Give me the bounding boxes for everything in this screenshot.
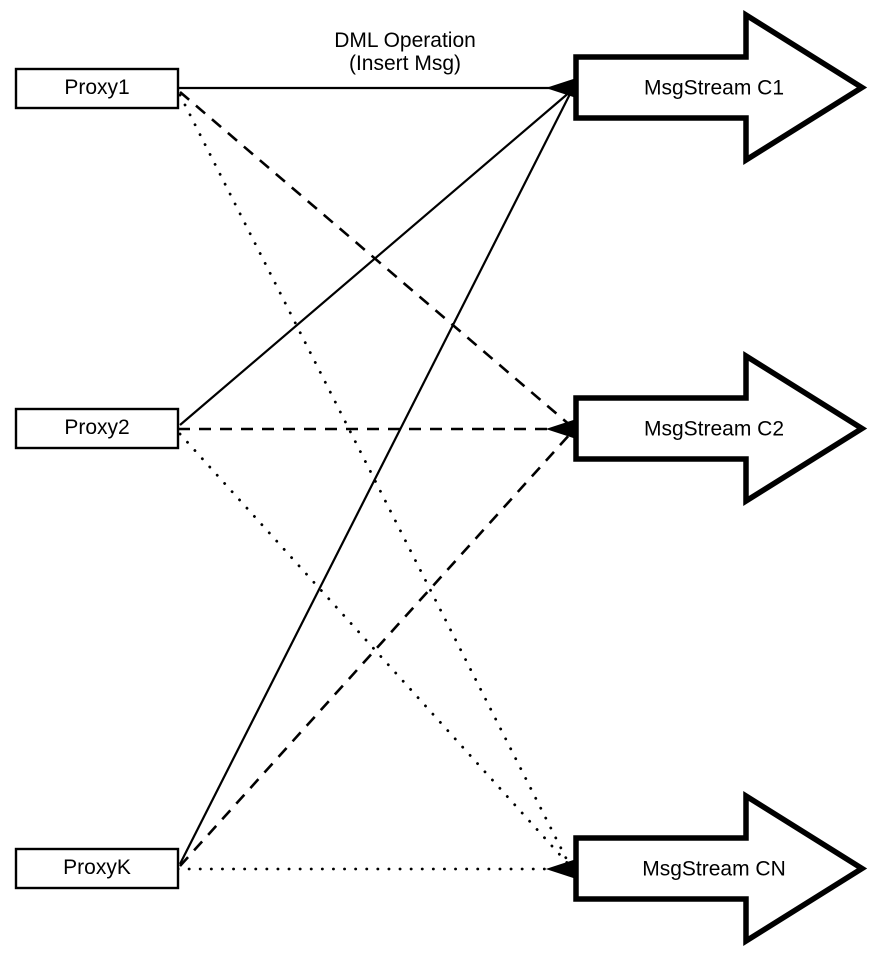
- proxy-node-proxy1[interactable]: Proxy1: [14, 67, 180, 110]
- proxy-label-proxy2: Proxy2: [64, 416, 129, 439]
- msgstream-label-stream_c2: MsgStream C2: [644, 418, 784, 441]
- msgstream-node-stream_cn[interactable]: MsgStream CN: [573, 791, 868, 946]
- msgstream-nodes-layer: MsgStream C1 MsgStream C2 MsgStream CN: [573, 10, 868, 946]
- msgstream-arrow-shape-stream_c2: [573, 351, 868, 506]
- msgstream-arrow-shape-stream_cn: [573, 791, 868, 946]
- arrowhead-head-c1: [545, 78, 576, 98]
- dml-operation-label: DML Operation (Insert Msg): [334, 29, 476, 75]
- connection-p2-c1: [179, 90, 572, 426]
- proxy-node-proxyk[interactable]: ProxyK: [14, 847, 180, 890]
- connection-pk-c2: [179, 432, 572, 867]
- proxy-label-proxy1: Proxy1: [64, 76, 129, 99]
- proxy-box-proxy1: [14, 67, 180, 110]
- msgstream-label-stream_c1: MsgStream C1: [644, 77, 784, 100]
- msgstream-node-stream_c2[interactable]: MsgStream C2: [573, 351, 868, 506]
- proxy-node-proxy2[interactable]: Proxy2: [14, 407, 180, 450]
- msgstream-label-stream_cn: MsgStream CN: [642, 858, 786, 881]
- msgstream-node-stream_c1[interactable]: MsgStream C1: [573, 10, 868, 165]
- msgstream-arrow-shape-stream_c1: [573, 10, 868, 165]
- arrowhead-head-cn: [545, 859, 576, 879]
- arrowhead-head-c2: [545, 419, 576, 439]
- proxy-label-proxyk: ProxyK: [63, 856, 131, 879]
- connection-pk-c1: [179, 91, 572, 865]
- dml-operation-label-line1: DML Operation: [334, 29, 476, 52]
- connections-layer: [176, 86, 575, 871]
- proxy-box-proxyk: [14, 847, 180, 890]
- arrowheads-layer: [545, 78, 576, 879]
- dml-operation-label-line2: (Insert Msg): [349, 52, 461, 75]
- proxy-box-proxy2: [14, 407, 180, 450]
